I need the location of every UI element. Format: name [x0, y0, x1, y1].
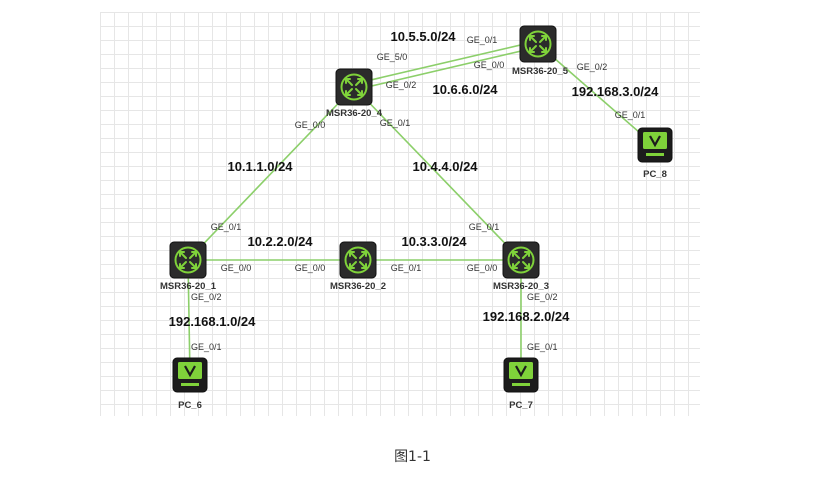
pc-screen: [178, 362, 202, 379]
pc-v-icon: [184, 365, 196, 378]
port-label: GE_0/1: [527, 342, 558, 352]
port-label: GE_5/0: [377, 52, 408, 62]
port-label: GE_0/1: [615, 110, 646, 120]
router-arrows-icon: [529, 35, 547, 53]
router-ring: [507, 246, 535, 274]
router-arrows-icon: [349, 251, 367, 269]
port-label: GE_0/0: [295, 120, 326, 130]
port-label: GE_0/0: [221, 263, 252, 273]
port-label: GE_0/0: [467, 263, 498, 273]
port-label: GE_0/1: [469, 222, 500, 232]
device-label: MSR36-20_2: [330, 281, 386, 292]
figure-caption: 图1-1: [394, 449, 431, 465]
port-label: GE_0/2: [577, 62, 608, 72]
router-ring: [174, 246, 202, 274]
router-node-r1[interactable]: MSR36-20_1: [160, 241, 217, 292]
pc-node-pc8[interactable]: PC_8: [637, 127, 673, 180]
port-label: GE_0/1: [211, 222, 242, 232]
network-label: 192.168.1.0/24: [169, 314, 257, 329]
link-r4-r3: [353, 86, 522, 261]
pc-v-icon: [649, 135, 661, 148]
pc-node-pc7[interactable]: PC_7: [503, 357, 539, 411]
link-r1-pc6: [187, 259, 191, 377]
pc-stand: [512, 383, 530, 386]
network-label: 192.168.3.0/24: [572, 84, 660, 99]
device-label: MSR36-20_5: [512, 66, 569, 77]
network-label: 10.6.6.0/24: [432, 82, 498, 97]
network-label: 10.4.4.0/24: [412, 159, 478, 174]
device-label: MSR36-20_3: [493, 281, 549, 292]
link-r5-pc8: [537, 43, 656, 147]
port-label: GE_0/1: [380, 118, 411, 128]
router-node-r5[interactable]: MSR36-20_5: [512, 25, 569, 77]
device-label: PC_6: [178, 400, 202, 411]
pc-node-pc6[interactable]: PC_6: [172, 357, 208, 411]
link-r4-r5: [353, 40, 538, 85]
network-label: 192.168.2.0/24: [483, 309, 571, 324]
router-ring: [524, 30, 552, 58]
port-label: GE_0/1: [467, 35, 498, 45]
device-label: MSR36-20_1: [160, 281, 217, 292]
device-label: PC_8: [643, 169, 667, 180]
router-arrows-icon: [512, 251, 530, 269]
port-label: GE_0/1: [191, 342, 222, 352]
port-label: GE_0/0: [295, 263, 326, 273]
pc-screen: [509, 362, 533, 379]
port-label: GE_0/2: [386, 80, 417, 90]
router-ring: [340, 73, 368, 101]
router-node-r4[interactable]: MSR36-20_4: [326, 68, 383, 119]
pc-screen: [643, 132, 667, 149]
router-ring: [344, 246, 372, 274]
port-label: GE_0/2: [191, 292, 222, 302]
link-r4-r1: [187, 86, 355, 261]
port-label: GE_0/1: [391, 263, 422, 273]
port-label: GE_0/0: [474, 60, 505, 70]
router-arrows-icon: [179, 251, 197, 269]
router-node-r2[interactable]: MSR36-20_2: [330, 241, 386, 292]
router-node-r3[interactable]: MSR36-20_3: [493, 241, 549, 292]
link-r4-r5: [354, 46, 539, 91]
network-label: 10.5.5.0/24: [390, 29, 456, 44]
network-label: 10.1.1.0/24: [227, 159, 293, 174]
pc-stand: [181, 383, 199, 386]
device-label: PC_7: [509, 400, 533, 411]
pc-v-icon: [515, 365, 527, 378]
pc-stand: [646, 153, 664, 156]
router-arrows-icon: [345, 78, 363, 96]
network-label: 10.3.3.0/24: [401, 234, 467, 249]
port-label: GE_0/2: [527, 292, 558, 302]
network-label: 10.2.2.0/24: [247, 234, 313, 249]
device-label: MSR36-20_4: [326, 108, 383, 119]
